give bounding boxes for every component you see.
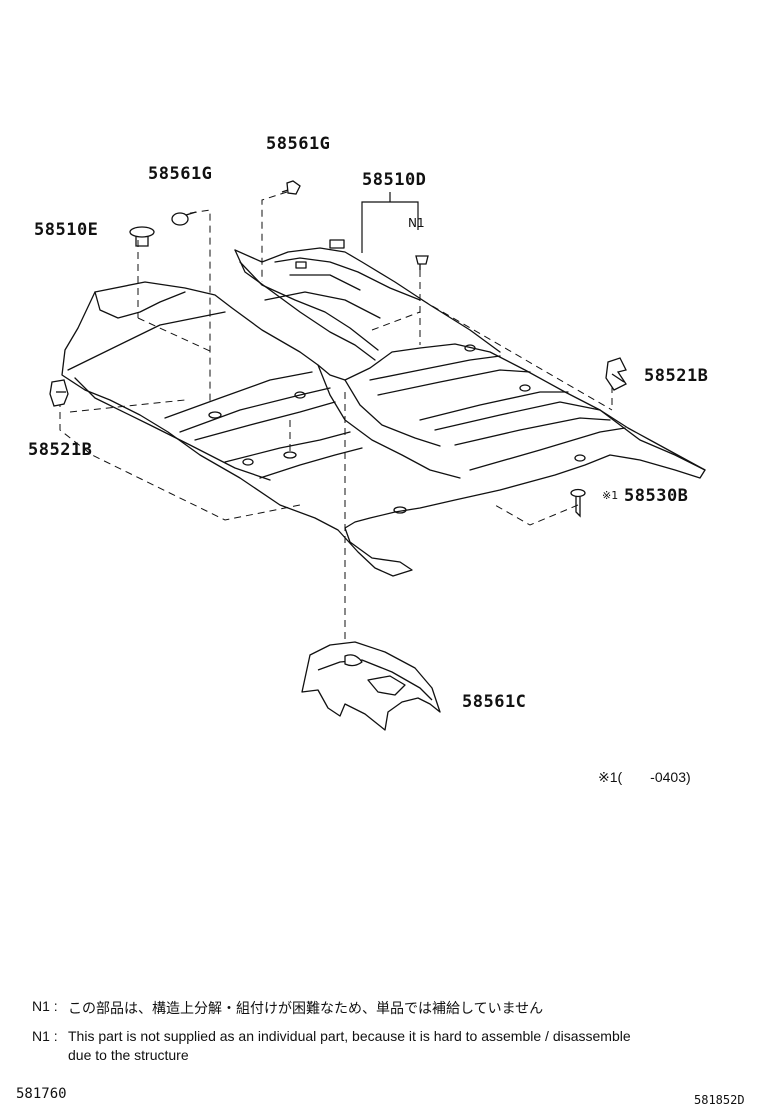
label-ref-mark: ※1 [602,489,619,502]
note-key-en: N1 : [32,1028,58,1044]
screw-58561g-left-icon [171,211,197,226]
label-58561g-top: 58561G [266,134,331,154]
note-text-en: This part is not supplied as an individu… [68,1028,631,1044]
clip-n1-icon [415,255,429,270]
label-n1-marker: N1 [408,216,425,230]
note-text-en-cont: due to the structure [68,1047,189,1063]
label-58530b: 58530B [624,486,689,506]
clip-58510e-icon [129,226,155,247]
label-58510e: 58510E [34,220,99,240]
clip-58530b-icon [570,488,586,518]
label-58561g-left: 58561G [148,164,213,184]
label-58521b-left: 58521B [28,440,93,460]
footer-right-code: 581852D [694,1093,745,1107]
note-key-jp: N1 : [32,998,58,1014]
panel-58561c-illustration [301,641,441,731]
footnote-range: ※1( -0403) [598,769,691,785]
screw-58561g-top-icon [281,180,301,195]
clip-58521b-left-icon [49,379,69,407]
note-text-jp: この部品は、構造上分解・組付けが困難なため、単品では補給していません [68,1000,544,1016]
footer-left-code: 581760 [16,1086,67,1102]
clip-58521b-right-icon [605,357,627,391]
label-58521b-right: 58521B [644,366,709,386]
label-58561c: 58561C [462,692,527,712]
label-58510d: 58510D [362,170,427,190]
carpet-outline [61,281,706,577]
